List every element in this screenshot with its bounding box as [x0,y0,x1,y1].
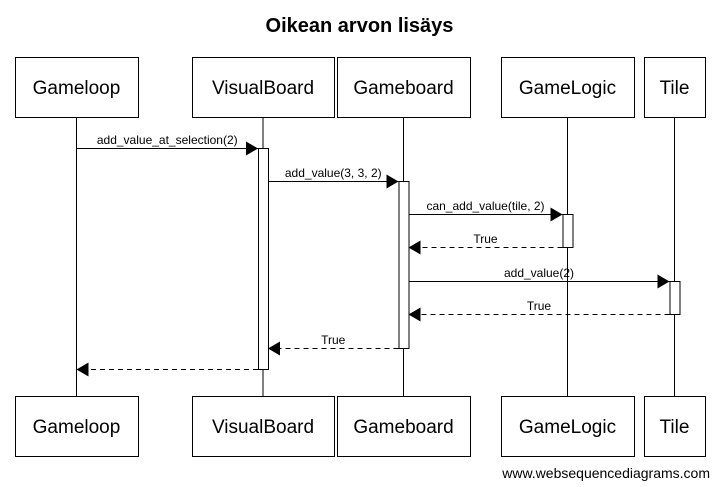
activation-bar-tile [669,281,681,315]
activation-bar-gamelogic [562,214,574,248]
call-message-1: add_value(3, 3, 2) [268,166,399,189]
participant-label: Gameloop [33,417,121,438]
participant-label: GameLogic [519,78,616,99]
participants-bottom: Gameloop VisualBoard Gameboard GameLogic Til… [15,396,706,457]
participant-label: Tile [660,417,690,438]
participant-box [501,396,635,457]
participant-visualboard-bottom: VisualBoard [192,396,335,457]
participant-gameloop-top: Gameloop [15,57,139,118]
participant-box [15,396,139,457]
diagram-title: Oikean arvon lisäys [266,15,454,37]
activation-bar-gameboard [398,181,410,349]
message-label: add_value_at_selection(2) [97,133,238,147]
participant-box [501,57,635,118]
call-message-2: can_add_value(tile, 2) [408,199,563,222]
participant-box [337,57,471,118]
participant-box [644,57,706,118]
footer-watermark: www.websequencediagrams.com [501,465,710,481]
call-message-4: add_value(2) [408,266,670,289]
participants-top: Gameloop VisualBoard Gameboard GameLogic Til… [15,57,706,118]
participant-tile-top: Tile [644,57,706,118]
participant-label: GameLogic [519,417,616,438]
participant-label: VisualBoard [212,417,314,438]
participant-box [192,396,335,457]
participant-gamelogic-top: GameLogic [501,57,635,118]
participant-gameboard-top: Gameboard [337,57,471,118]
participant-box [337,396,471,457]
activation-bar-visualboard [258,148,269,370]
message-label: True [473,232,498,246]
return-message-5: True [408,299,670,322]
participant-gameboard-bottom: Gameboard [337,396,471,457]
participant-label: Gameloop [33,78,121,99]
return-message-6: True [268,333,399,356]
message-label: True [527,299,552,313]
participant-gameloop-bottom: Gameloop [15,396,139,457]
participant-box [192,57,335,118]
lifelines [76,117,675,396]
call-message-0: add_value_at_selection(2) [76,133,258,156]
participant-label: Tile [660,78,690,99]
message-label: add_value(3, 3, 2) [285,166,382,180]
messages: add_value_at_selection(2) add_value(3, 3,… [76,133,670,377]
participant-box [644,396,706,457]
participant-visualboard-top: VisualBoard [192,57,335,118]
activation-bars [258,148,681,370]
return-message-3: True [408,232,563,255]
participant-tile-bottom: Tile [644,396,706,457]
message-label: True [321,333,346,347]
participant-box [15,57,139,118]
participant-label: Gameboard [353,78,453,99]
participant-label: VisualBoard [212,78,314,99]
participant-gamelogic-bottom: GameLogic [501,396,635,457]
participant-label: Gameboard [353,417,453,438]
message-label: can_add_value(tile, 2) [426,199,544,213]
message-label: add_value(2) [504,266,574,280]
